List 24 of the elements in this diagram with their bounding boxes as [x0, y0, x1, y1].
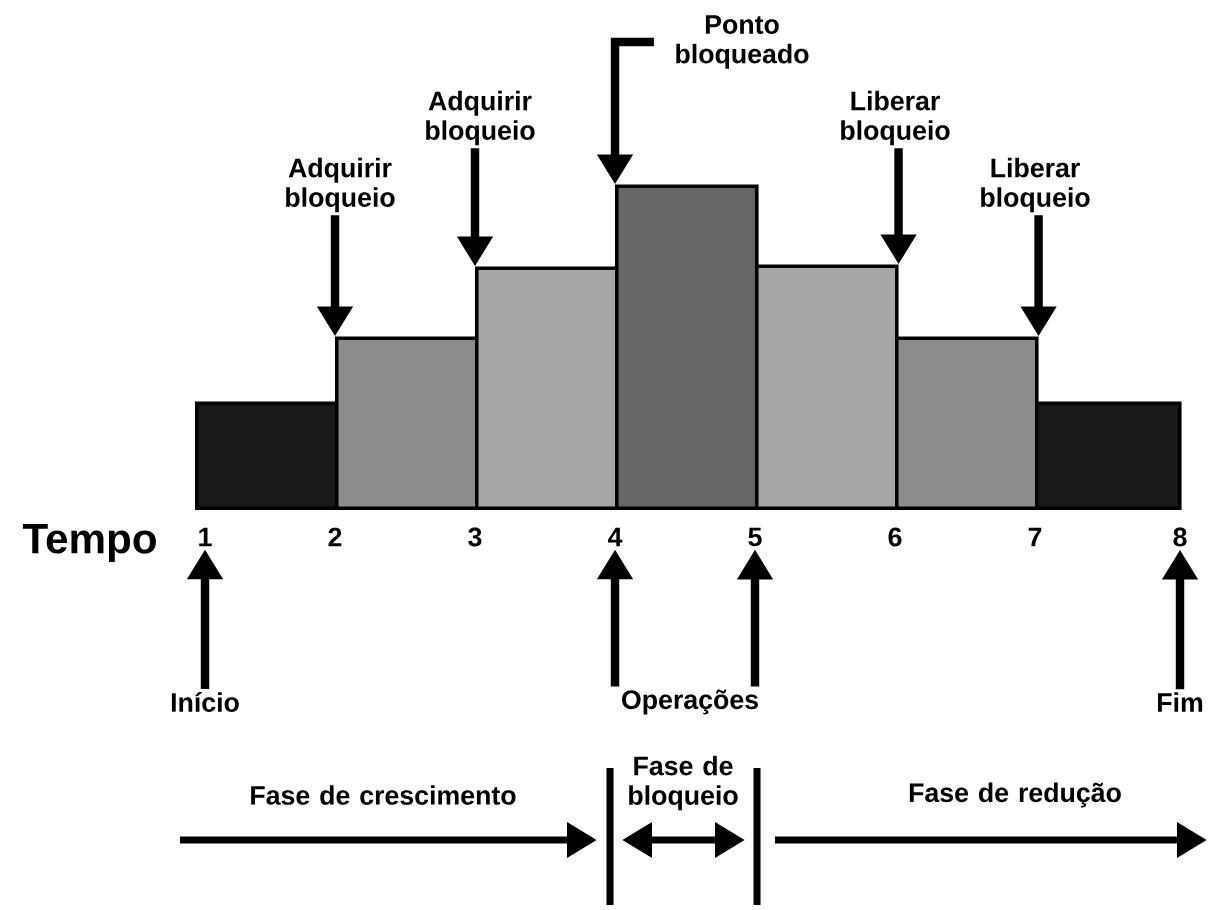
tick-number: 7: [1028, 527, 1042, 547]
step-bar: [755, 264, 899, 510]
step-bar: [895, 336, 1039, 510]
phase-label: Fase de bloqueio: [629, 755, 738, 811]
callout-label: Adquirir bloqueio: [426, 90, 535, 146]
step-bar: [615, 184, 759, 510]
event-label: Operações: [622, 689, 758, 715]
tick-number: 4: [608, 527, 623, 547]
callout-label: Adquirir bloqueio: [286, 157, 395, 213]
tick-number: 8: [1173, 527, 1187, 547]
phase-label: Fase de crescimento: [251, 785, 516, 805]
tick-number: 1: [199, 527, 212, 547]
event-label: Início: [171, 692, 239, 712]
tick-number: 3: [468, 527, 482, 547]
callout-label: Liberar bloqueio: [841, 90, 950, 146]
tick-number: 5: [748, 527, 762, 547]
callout-label: Ponto bloqueado: [676, 15, 809, 69]
tick-number: 2: [328, 527, 342, 547]
axis-title: Tempo: [22, 524, 156, 562]
phase-label: Fase de redução: [909, 782, 1121, 808]
callout-label: Liberar bloqueio: [981, 157, 1090, 213]
event-label: Fim: [1158, 692, 1203, 712]
tick-number: 6: [888, 527, 902, 547]
step-bar: [1035, 401, 1182, 510]
